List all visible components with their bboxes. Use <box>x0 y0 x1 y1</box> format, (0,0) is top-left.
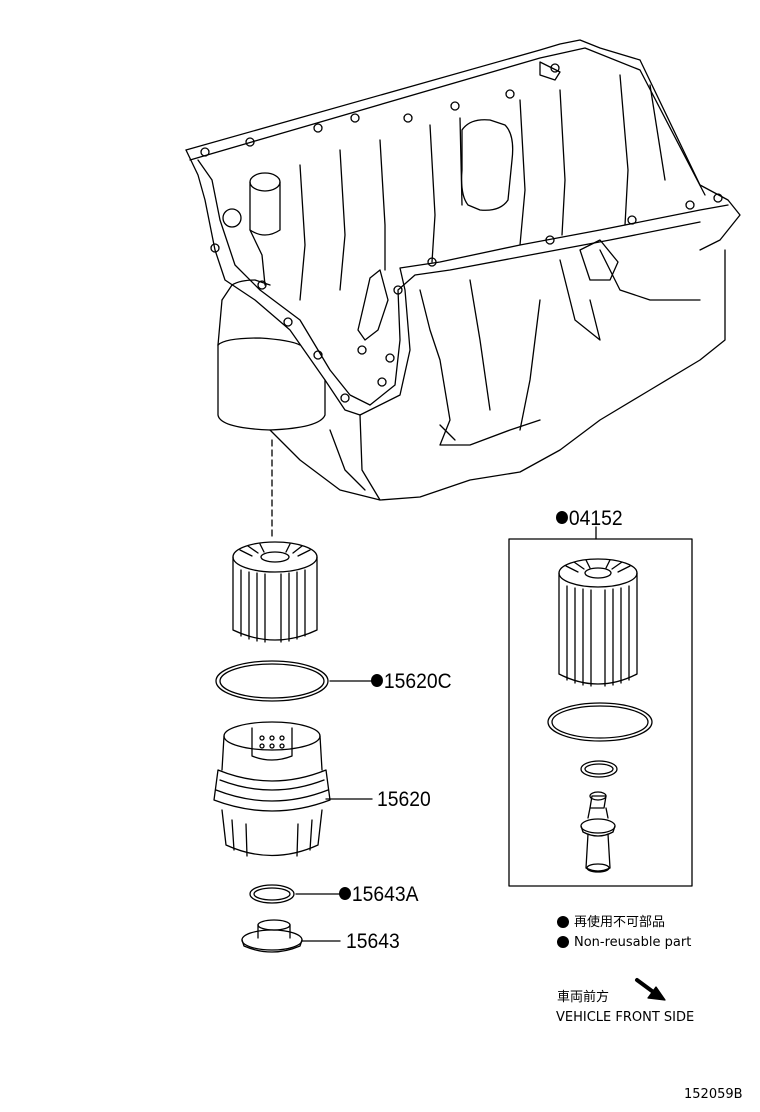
kit-box <box>508 538 693 887</box>
figure-number: 152059B <box>684 1087 743 1102</box>
part-label-04152[interactable]: 04152 <box>556 508 623 529</box>
front-direction-arrow <box>635 978 666 1001</box>
kit-filter-element <box>558 558 638 687</box>
kit-o-ring-small <box>580 760 618 778</box>
vehicle-front-label-jp: 車両前方 <box>557 990 610 1005</box>
drain-plug <box>241 919 303 953</box>
non-reusable-dot-icon <box>556 511 568 525</box>
legend-non-reusable-jp: 再使用不可部品 <box>557 915 665 929</box>
o-ring-15620c <box>215 660 329 702</box>
filter-element <box>232 541 318 643</box>
gasket-15643a <box>249 884 295 904</box>
non-reusable-dot-icon <box>371 674 383 688</box>
oil-filter-cap <box>213 721 331 857</box>
legend-non-reusable-en: Non-reusable part <box>557 935 691 949</box>
kit-drain-pipe <box>580 791 616 873</box>
part-label-15643[interactable]: 15643 <box>346 930 400 953</box>
non-reusable-dot-icon <box>339 887 351 901</box>
legend-dot-icon <box>557 915 569 928</box>
part-label-15643a[interactable]: 15643A <box>339 884 418 905</box>
kit-o-ring-large <box>547 702 653 742</box>
part-label-15620[interactable]: 15620 <box>377 788 431 811</box>
vehicle-front-label-en: VEHICLE FRONT SIDE <box>556 1010 695 1025</box>
part-label-15620c[interactable]: 15620C <box>371 671 452 692</box>
legend-dot-icon <box>557 935 569 948</box>
engine-block <box>185 39 741 501</box>
